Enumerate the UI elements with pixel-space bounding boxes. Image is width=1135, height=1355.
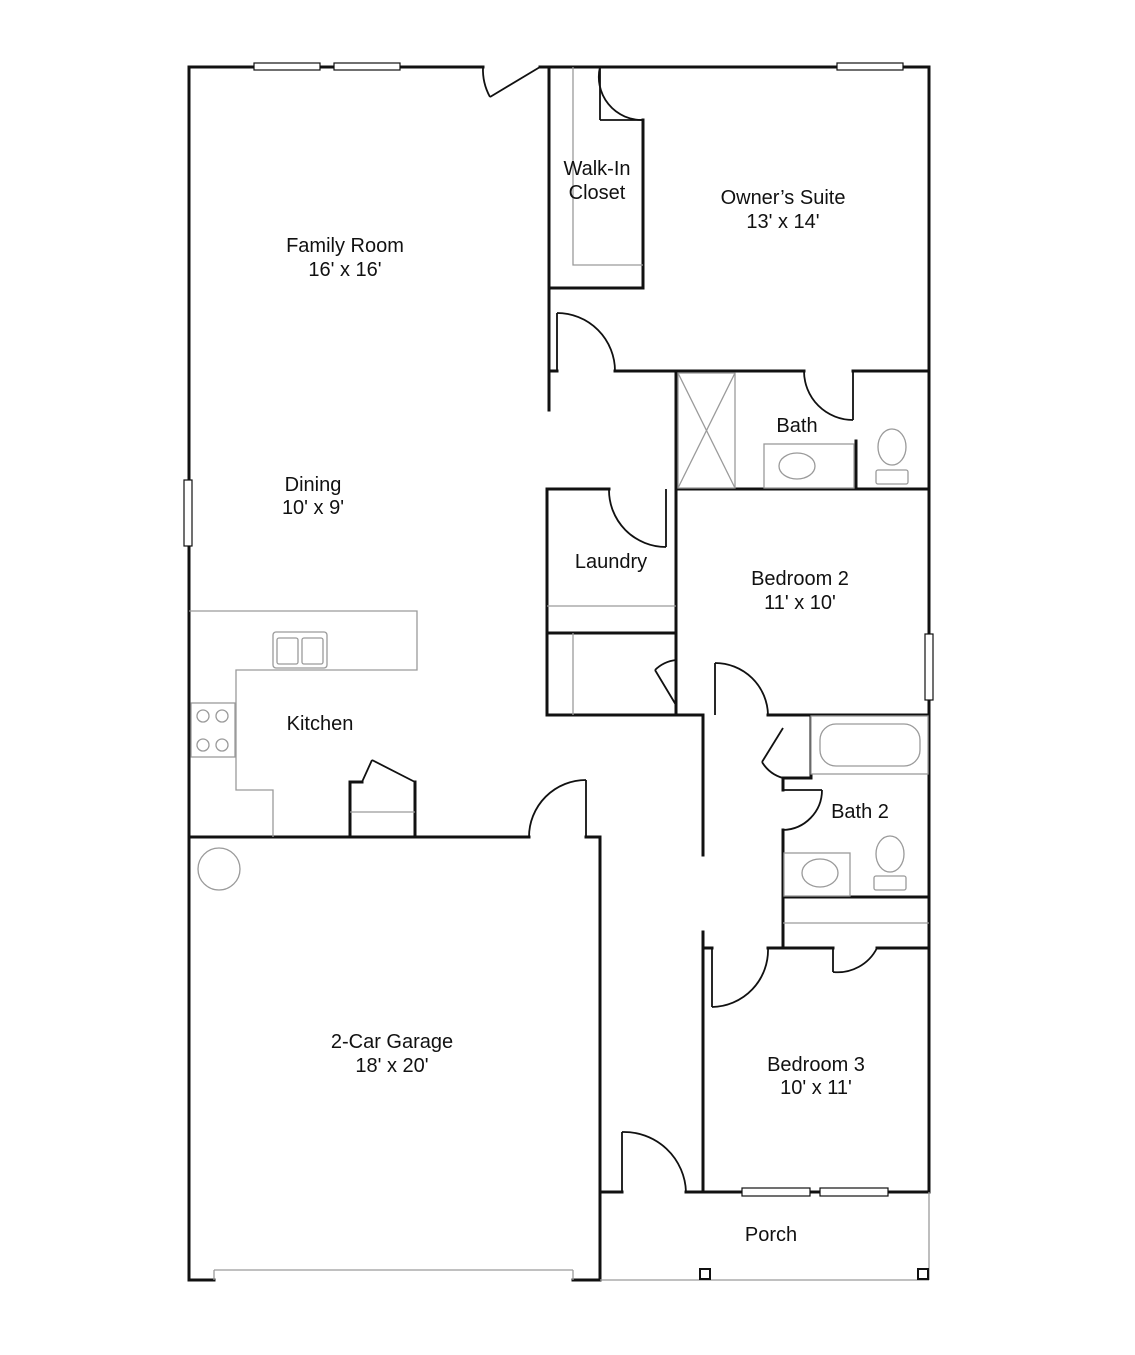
- family-room-name: Family Room: [286, 235, 404, 257]
- kitchen-island: [189, 610, 418, 837]
- porch-post-left: [699, 1268, 711, 1280]
- toilet-icon: [875, 428, 909, 485]
- bedroom-3-closet-door: [832, 947, 878, 974]
- bedroom-3-door: [711, 947, 769, 1008]
- shower: [677, 372, 736, 489]
- family-room-size: 16' x 16': [308, 259, 381, 281]
- owners-suite-door: [556, 312, 616, 372]
- fixtures: [189, 67, 929, 924]
- porch-outline: [600, 1192, 930, 1281]
- owners-suite-name: Owner’s Suite: [721, 187, 846, 209]
- bedroom-2-size: 11' x 10': [764, 592, 836, 614]
- bath-2-toilet-icon: [873, 835, 907, 891]
- laundry-name: Laundry: [575, 551, 647, 573]
- laundry-door: [608, 488, 667, 548]
- bedroom-3-name: Bedroom 3: [767, 1054, 865, 1076]
- garage-name: 2-Car Garage: [331, 1031, 453, 1053]
- interior-walls: [187, 65, 931, 1194]
- walk-in-closet-label-1: Walk-In: [563, 158, 630, 180]
- bath-2-name: Bath 2: [831, 801, 889, 823]
- closet-shelf: [572, 67, 643, 266]
- bath-2-sink-icon: [801, 858, 839, 888]
- dining-name: Dining: [285, 474, 342, 496]
- bedroom-2-window: [924, 633, 934, 701]
- kitchen-name: Kitchen: [287, 713, 354, 735]
- dining-window: [183, 479, 193, 547]
- room-labels: Family Room 16' x 16' Walk-In Closet Own…: [282, 158, 889, 1246]
- closet-door: [597, 66, 644, 121]
- windows: [183, 62, 934, 1280]
- linen-door: [654, 659, 677, 706]
- family-room-window-2: [333, 62, 401, 71]
- bedroom-3-window-2: [819, 1187, 889, 1197]
- walk-in-closet-label-2: Closet: [569, 182, 626, 204]
- bedroom-3-size: 10' x 11': [780, 1077, 852, 1099]
- doors: [361, 66, 878, 1193]
- bath-name: Bath: [776, 415, 817, 437]
- rear-door: [482, 66, 541, 98]
- owners-suite-size: 13' x 14': [746, 211, 819, 233]
- bedroom-2-name: Bedroom 2: [751, 568, 849, 590]
- garage-entry-door: [528, 779, 587, 838]
- garage-size: 18' x 20': [355, 1055, 428, 1077]
- front-door: [621, 1131, 687, 1193]
- cooktop-icon: [190, 702, 236, 758]
- sink-icon: [778, 452, 816, 480]
- porch-name: Porch: [745, 1224, 797, 1246]
- bedroom-2-door: [714, 662, 769, 716]
- dining-size: 10' x 9': [282, 497, 344, 519]
- porch-post-right: [917, 1268, 929, 1280]
- bath-door: [803, 370, 854, 421]
- family-room-window-1: [253, 62, 321, 71]
- owners-suite-window: [836, 62, 904, 71]
- bath-2-door: [782, 789, 823, 831]
- water-heater-icon: [197, 847, 241, 891]
- bath-2-closet-door: [761, 727, 784, 779]
- pantry-door: [361, 759, 416, 783]
- bedroom-3-window-1: [741, 1187, 811, 1197]
